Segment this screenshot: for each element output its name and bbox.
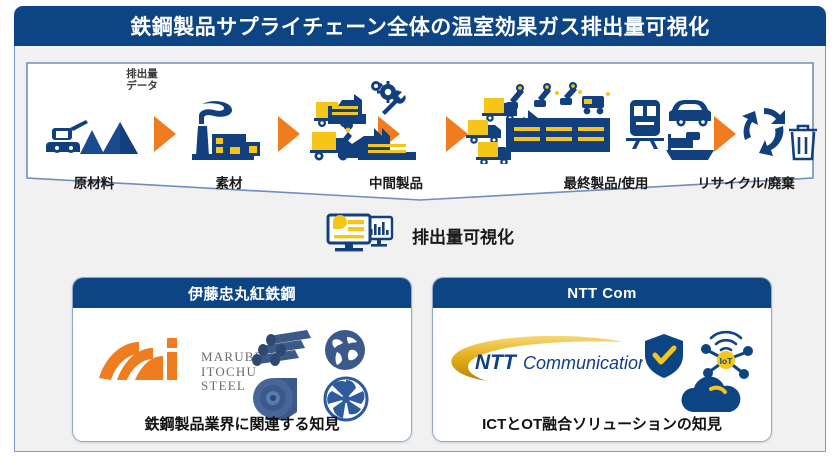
flow-arrow-icon (714, 116, 736, 152)
card-body-left: MARUBENI ITOCHU STEEL (73, 308, 411, 441)
recycle-icon (742, 108, 785, 156)
visualization-label: 排出量可視化 (412, 227, 514, 247)
emission-data-label: 排出量 データ (126, 68, 158, 92)
flow-arrow-icon (154, 116, 176, 152)
gear-factory-icon (328, 81, 416, 160)
car-icon (669, 100, 711, 127)
card-header-right: NTT Com (433, 278, 771, 308)
ore-mountain-icon (80, 122, 138, 154)
card-title-right: NTT Com (567, 284, 637, 302)
ntt-logo-bold-text: NTT (475, 351, 518, 374)
ship-icon (666, 132, 714, 160)
excavator-icon (46, 120, 138, 154)
stage-label-material: 素材 (215, 176, 243, 191)
trash-bin-icon (789, 124, 817, 161)
card-header-left: 伊藤忠丸紅鉄鋼 (73, 278, 411, 308)
flow-arrow-icon (278, 116, 300, 152)
card-caption-left: 鉄鋼製品業界に関連する知見 (144, 416, 340, 433)
card-ntt-com: NTT Com NTT Communications (432, 277, 772, 442)
shield-check-icon (645, 334, 683, 378)
stage-label-intermediate: 中間製品 (369, 176, 423, 191)
stage-label-final-product: 最終製品/使用 (563, 176, 649, 191)
globe-icon (325, 330, 365, 370)
iot-network-icon: IoT (701, 330, 753, 379)
card-marubeni-itochu-steel: 伊藤忠丸紅鉄鋼 MARUBENI ITOCHU STEEL (72, 277, 412, 442)
supply-chain-box-frame (26, 62, 814, 201)
marubeni-itochu-steel-logo (99, 338, 177, 380)
visualization-row: 排出量可視化 (0, 212, 840, 258)
stage-label-raw-material: 原材料 (73, 176, 115, 191)
turbine-icon (323, 376, 369, 422)
page-title-bar: 鉄鋼製品サプライチェーン全体の温室効果ガス排出量可視化 (14, 6, 826, 46)
robot-assembly-factory-icon (506, 82, 610, 152)
train-icon (626, 100, 714, 160)
card-body-right: NTT Communications (433, 308, 771, 441)
ntt-logo-rest-text: Communications (523, 353, 643, 373)
steel-coil-icon (253, 378, 297, 420)
flow-arrow-icon (446, 116, 468, 152)
iot-label: IoT (720, 356, 734, 366)
steel-pipes-icon (252, 330, 311, 366)
steel-factory-icon (192, 101, 260, 160)
page-title: 鉄鋼製品サプライチェーン全体の温室効果ガス排出量可視化 (130, 16, 710, 39)
ntt-communications-logo: NTT Communications (451, 336, 643, 381)
stage-label-recycle-dispose: リサイクル/廃棄 (697, 176, 795, 191)
monitor-dashboard-icon (326, 213, 394, 252)
card-title-left: 伊藤忠丸紅鉄鋼 (188, 285, 296, 303)
supply-chain-diagram: 排出量 データ (24, 60, 817, 208)
cloud-icon (681, 376, 741, 412)
card-caption-right: ICTとOT融合ソリューションの知見 (482, 416, 722, 433)
